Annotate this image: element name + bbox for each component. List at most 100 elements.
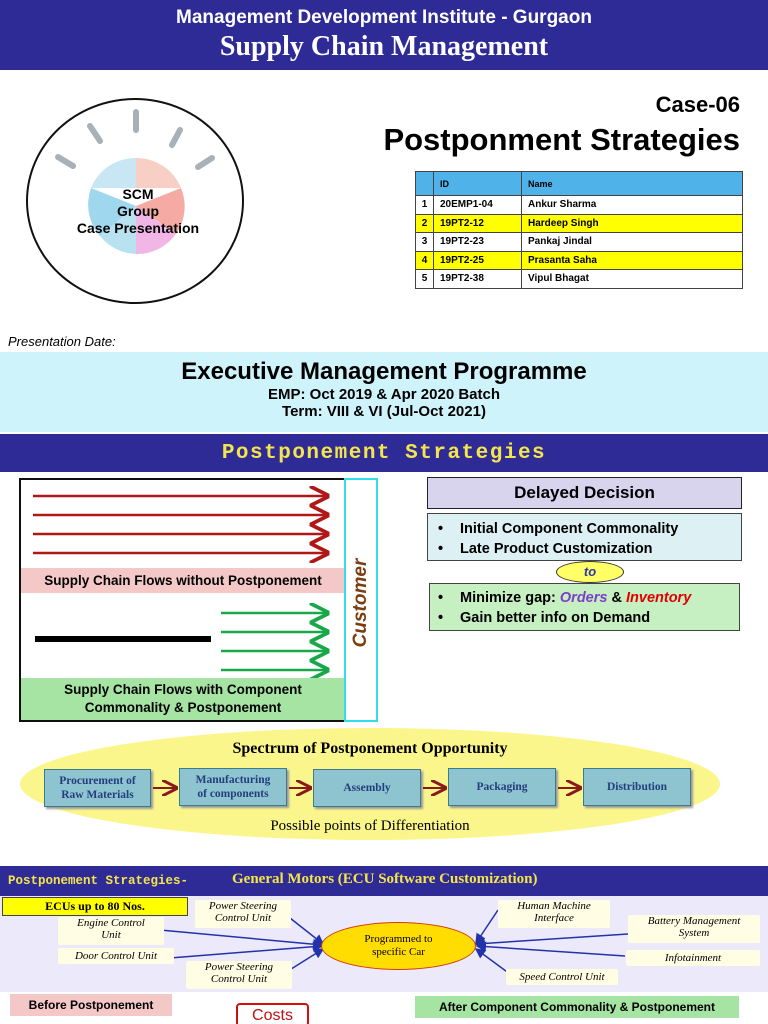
row-name: Ankur Sharma (521, 195, 743, 215)
row-id: 20EMP1-04 (433, 195, 522, 215)
header-cell-no (415, 171, 434, 196)
stage-line: Raw Materials (61, 789, 134, 801)
logo-caption: SCM Group Case Presentation (68, 186, 208, 237)
customer-label: Customer (346, 559, 376, 648)
orders-text: Orders (559, 590, 608, 606)
delayed-decision-box: Delayed Decision (427, 477, 742, 509)
battery-management-unit: Battery Management System (628, 915, 760, 943)
row-no: 1 (415, 195, 434, 215)
table-row: 1 20EMP1-04 Ankur Sharma (415, 195, 743, 215)
team-table: ID Name 1 20EMP1-04 Ankur Sharma 2 19PT2… (415, 171, 743, 289)
stage-line: of components (197, 788, 269, 800)
header-cell-id: ID (433, 171, 522, 196)
course-title: Supply Chain Management (219, 31, 549, 62)
unit-line: Human Machine (517, 900, 591, 912)
row-name: Vipul Bhagat (521, 269, 743, 289)
table-header-row: ID Name (415, 171, 743, 196)
before-postponement-label: Before Postponement (10, 994, 172, 1016)
green-flow-arrows-icon (35, 595, 345, 678)
programme-block: Executive Management Programme EMP: Oct … (0, 352, 768, 432)
list-item: Late Product Customization (436, 539, 741, 559)
unit-line: Control Unit (214, 912, 272, 924)
programme-term: Term: VIII & VI (Jul-Oct 2021) (282, 403, 486, 420)
center-line: Programmed to (364, 933, 433, 945)
unit-line: Unit (101, 929, 121, 941)
row-name: Pankaj Jindal (521, 232, 743, 252)
to-list: Minimize gap: Orders & Inventory Gain be… (429, 583, 740, 631)
power-steering-unit-bottom: Power Steering Control Unit (186, 961, 292, 989)
infotainment-unit: Infotainment (626, 950, 760, 966)
stage-line: Assembly (343, 782, 391, 794)
case-number: Case-06 (655, 92, 740, 117)
logo-line-case: Case Presentation (76, 220, 200, 236)
gm-title-prefix: Postponement Strategies- (8, 874, 189, 888)
unit-line: Interface (534, 912, 574, 924)
stage-procurement: Procurement of Raw Materials (44, 769, 151, 807)
table-row: 3 19PT2-23 Pankaj Jindal (415, 232, 743, 252)
row-id: 19PT2-38 (433, 269, 522, 289)
unit-line: System (678, 927, 710, 939)
programmed-to-car-oval: Programmed to specific Car (321, 922, 476, 970)
hmi-unit: Human Machine Interface (498, 900, 610, 928)
stage-assembly: Assembly (313, 769, 421, 807)
stage-distribution: Distribution (583, 768, 691, 806)
row-id: 19PT2-23 (433, 232, 522, 252)
row-id: 19PT2-12 (433, 213, 522, 233)
row-no: 3 (415, 232, 434, 252)
unit-line: Door Control Unit (74, 950, 158, 962)
flow-without-label: Supply Chain Flows without Postponement (21, 568, 345, 593)
red-flow-arrows-icon (33, 480, 345, 568)
table-row: 5 19PT2-38 Vipul Bhagat (415, 269, 743, 289)
stage-manufacturing: Manufacturing of components (179, 768, 287, 806)
stage-arrows-icon (153, 760, 768, 820)
unit-line: Power Steering (208, 900, 278, 912)
unit-line: Infotainment (664, 952, 722, 964)
row-name: Prasanta Saha (521, 250, 743, 270)
row-no: 4 (415, 250, 434, 270)
flow-with-label-line2: Commonality & Postponement (84, 700, 282, 715)
logo-line-scm: SCM (122, 186, 154, 202)
after-postponement-label: After Component Commonality & Postponeme… (415, 996, 739, 1018)
costs-label: Costs (236, 1003, 309, 1024)
logo-line-group: Group (117, 203, 159, 219)
stage-line: Packaging (476, 781, 528, 793)
row-no: 5 (415, 269, 434, 289)
programme-title: Executive Management Programme (181, 358, 587, 385)
row-id: 19PT2-25 (433, 250, 522, 270)
table-row: 4 19PT2-25 Prasanta Saha (415, 250, 743, 270)
center-line: specific Car (372, 946, 425, 958)
door-control-unit: Door Control Unit (58, 948, 174, 964)
unit-line: Speed Control Unit (519, 971, 605, 983)
sunburst-logo-icon (55, 109, 215, 255)
inventory-text: Inventory (626, 590, 692, 606)
spectrum-title: Spectrum of Postponement Opportunity (232, 740, 508, 757)
stage-packaging: Packaging (448, 768, 556, 806)
ecus-count-badge: ECUs up to 80 Nos. (2, 897, 188, 916)
institute-name: Management Development Institute - Gurga… (176, 7, 592, 28)
flow-with-label-line1: Supply Chain Flows with Component (64, 682, 302, 697)
scm-logo: SCM Group Case Presentation (26, 98, 244, 304)
to-connector: to (556, 561, 624, 583)
section-banner-gm (0, 866, 768, 896)
gm-title-main: General Motors (ECU Software Customizati… (232, 871, 538, 887)
header-banner: Management Development Institute - Gurga… (0, 0, 768, 70)
table-row: 2 19PT2-12 Hardeep Singh (415, 213, 743, 233)
header-cell-name: Name (521, 171, 743, 196)
amp-text: & (607, 590, 626, 606)
customer-label-text: Customer (350, 558, 371, 648)
stage-line: Manufacturing (195, 774, 271, 786)
presentation-date-label: Presentation Date: (8, 334, 116, 349)
customer-bar (344, 478, 378, 722)
power-steering-unit-top: Power Steering Control Unit (195, 900, 291, 928)
speed-control-unit: Speed Control Unit (506, 969, 618, 985)
unit-line: Battery Management (647, 915, 741, 927)
ecu-connector-lines-icon (159, 909, 629, 975)
spectrum-footer: Possible points of Differentiation (270, 818, 470, 834)
stage-line: Procurement of (59, 775, 136, 787)
case-title: Postponment Strategies (383, 122, 740, 157)
from-list: Initial Component Commonality Late Produ… (427, 513, 742, 561)
unit-line: Engine Control (77, 917, 145, 929)
flows-diagram: Supply Chain Flows without Postponement … (19, 478, 378, 722)
row-name: Hardeep Singh (521, 213, 743, 233)
minimize-gap-text: Minimize gap: (460, 590, 560, 606)
